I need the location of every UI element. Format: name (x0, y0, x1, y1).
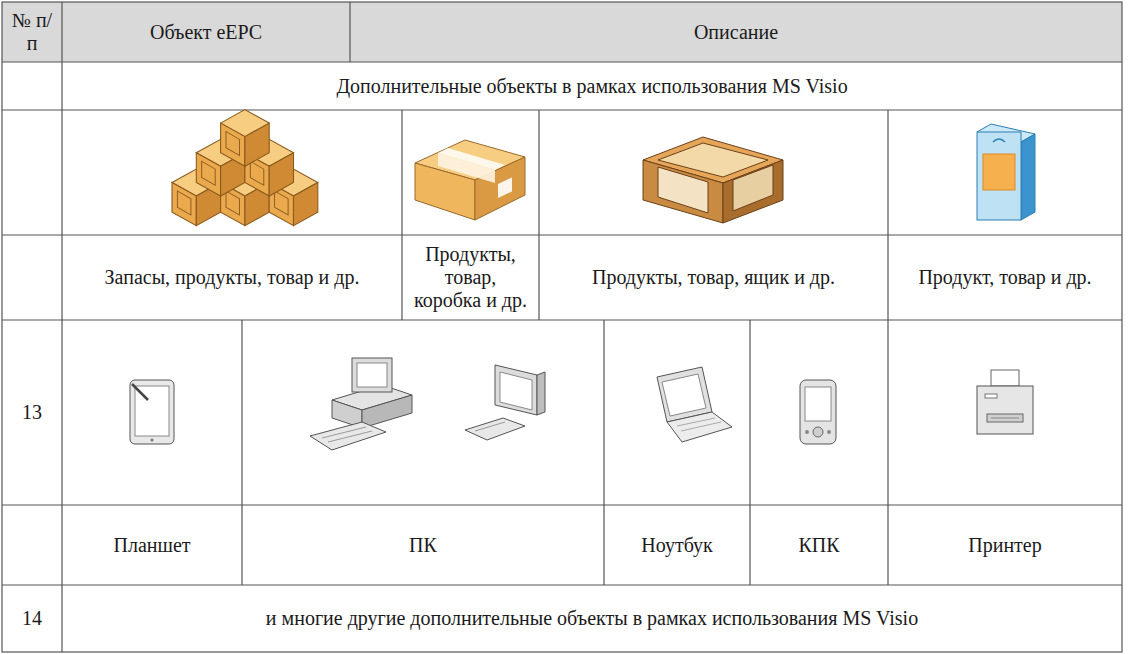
tablet-icon (130, 380, 174, 444)
cell-text: Принтер (968, 534, 1041, 557)
cell-text: КПК (798, 534, 839, 557)
cell-text: ПК (409, 534, 437, 557)
cell-text: Планшет (113, 534, 190, 557)
cell-text: Продукты, товар, коробка и др. (409, 243, 532, 312)
header-band (2, 2, 1122, 62)
table-cell: Планшет (63, 506, 241, 584)
table-cell: № п/п (3, 3, 61, 61)
cell-text: Продукт, товар и др. (918, 266, 1091, 289)
table-cell: 13 (3, 321, 61, 504)
table-cell: 14 (3, 586, 61, 651)
boxes-stack-icon (172, 110, 318, 226)
table-cell: Дополнительные объекты в рамках использо… (63, 63, 1121, 109)
table-cell: Продукт, товар и др. (889, 236, 1121, 319)
table-cell: Запасы, продукты, товар и др. (63, 236, 401, 319)
cell-text: Дополнительные объекты в рамках использо… (336, 75, 847, 98)
table-cell: ПК (243, 506, 603, 584)
table-cell: Продукты, товар, коробка и др. (403, 236, 538, 319)
cell-text: № п/п (9, 9, 55, 55)
cell-text: 13 (22, 401, 42, 424)
cell-text: Описание (694, 21, 778, 44)
table-cell: и многие другие дополнительные объекты в… (63, 586, 1121, 651)
table-cell: Описание (351, 3, 1121, 61)
table-cell: КПК (751, 506, 887, 584)
printer-icon (977, 370, 1033, 434)
table-cell: Объект eEPC (63, 3, 349, 61)
cell-text: Ноутбук (641, 534, 713, 557)
table-cell: Продукты, товар, ящик и др. (540, 236, 887, 319)
pc-icon (310, 358, 412, 450)
cell-text: Запасы, продукты, товар и др. (105, 266, 360, 289)
monitor-icon (465, 365, 545, 440)
table-cell: Ноутбук (605, 506, 749, 584)
cell-text: Объект eEPC (150, 21, 262, 44)
pda-icon (800, 380, 836, 444)
laptop-icon (657, 367, 732, 442)
cell-text: Продукты, товар, ящик и др. (592, 266, 835, 289)
cell-text: 14 (22, 607, 42, 630)
cell-text: и многие другие дополнительные объекты в… (266, 607, 918, 630)
table-cell: Принтер (889, 506, 1121, 584)
carton-box-icon (415, 140, 525, 220)
product-box-icon (977, 124, 1035, 220)
crate-icon (643, 137, 783, 223)
